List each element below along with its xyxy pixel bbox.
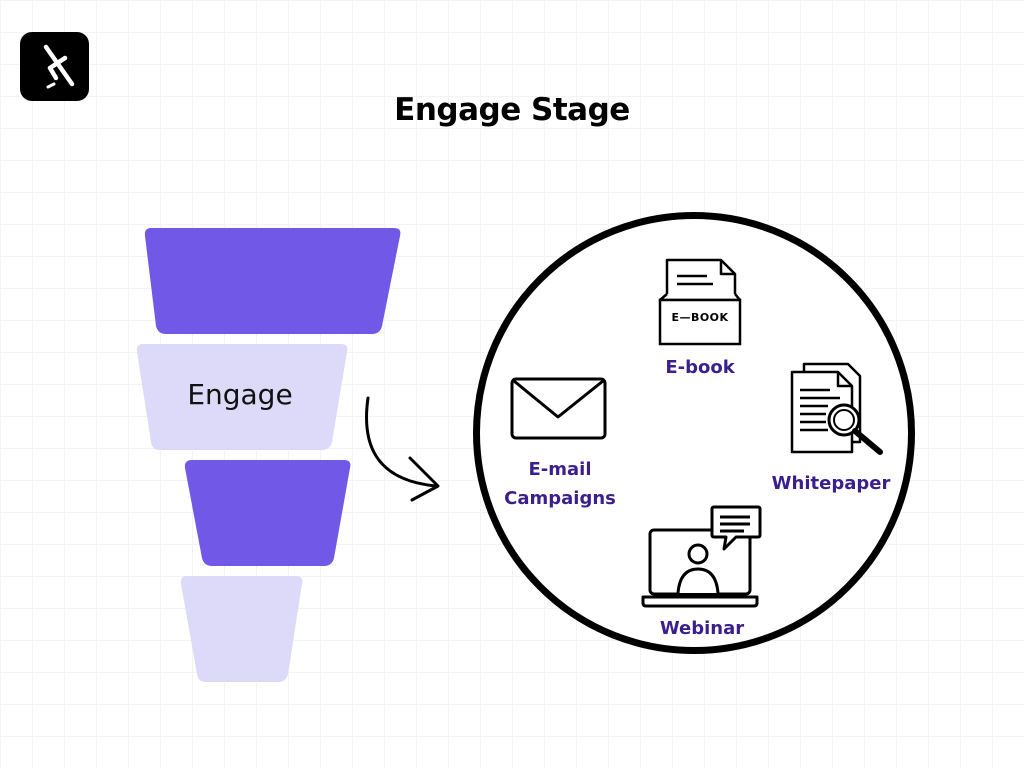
ebook-label: E-book <box>665 357 735 378</box>
funnel-stage-2 <box>136 344 348 450</box>
brand-logo <box>20 32 89 101</box>
envelope-icon <box>510 377 607 440</box>
brand-logo-icon <box>43 44 75 89</box>
funnel-stage-3 <box>184 460 351 566</box>
whitepaper-label: Whitepaper <box>771 473 891 494</box>
ebook-badge-text: E—BOOK <box>671 311 728 324</box>
email-label-line2: Campaigns <box>504 488 616 509</box>
laptop-presenter-icon <box>641 505 762 608</box>
email-label-line1: E-mail <box>528 459 592 480</box>
email-label: E-mail Campaigns <box>490 455 630 513</box>
funnel-stage-label: Engage <box>187 378 293 411</box>
webinar-label: Webinar <box>659 618 745 639</box>
document-magnifier-icon <box>790 362 883 455</box>
funnel-stage-4 <box>180 576 303 682</box>
funnel-stage-1 <box>144 228 401 334</box>
ebook-icon: E—BOOK <box>658 258 742 346</box>
page-title: Engage Stage <box>394 92 630 128</box>
